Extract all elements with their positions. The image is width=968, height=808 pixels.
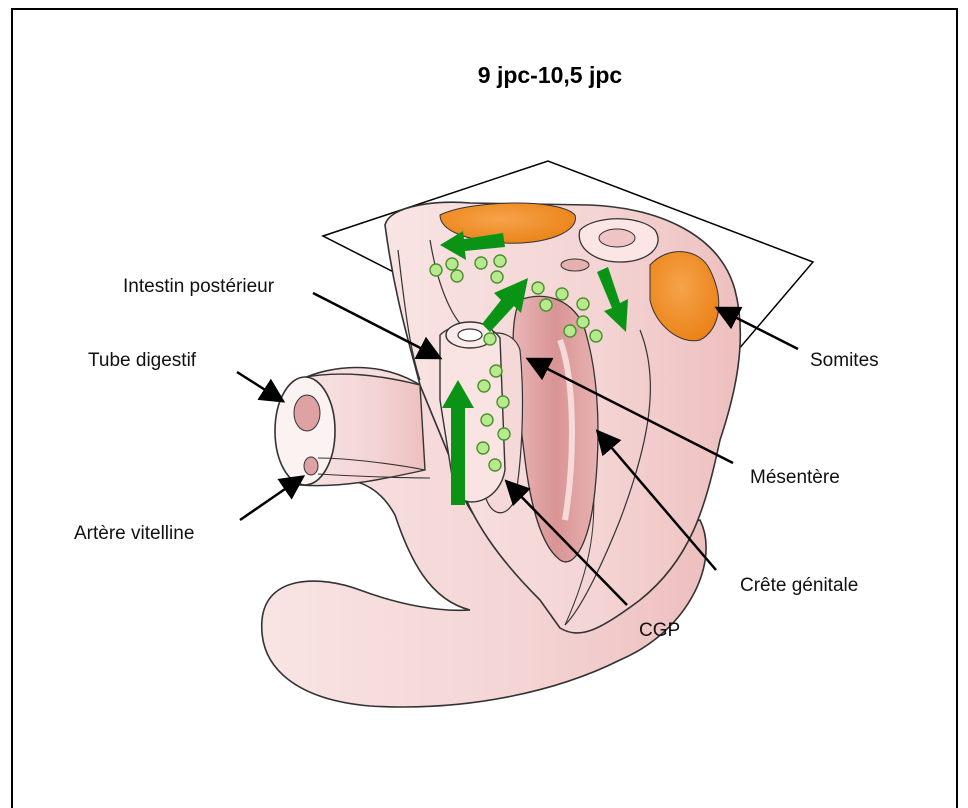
germ-cell xyxy=(446,258,458,270)
label-intestin-posterieur: Intestin postérieur xyxy=(123,276,275,297)
label-somites: Somites xyxy=(810,350,879,371)
germ-cell xyxy=(430,264,442,276)
germ-cell xyxy=(498,428,510,440)
germ-cell xyxy=(577,316,589,328)
vitelline-artery xyxy=(304,457,318,475)
pointer-tube xyxy=(237,372,281,400)
germ-cell xyxy=(590,330,602,342)
germ-cell xyxy=(477,442,489,454)
germ-cell xyxy=(451,270,463,282)
label-mesentere: Mésentère xyxy=(750,467,840,488)
germ-cell xyxy=(490,365,502,377)
germ-cell xyxy=(564,325,576,337)
germ-cell xyxy=(478,380,490,392)
pointer-artere xyxy=(240,478,301,520)
germ-cell xyxy=(532,282,544,294)
aorta xyxy=(561,259,589,271)
germ-cell xyxy=(540,299,552,311)
label-crete-genitale: Crête génitale xyxy=(740,575,858,596)
label-tube-digestif: Tube digestif xyxy=(88,350,197,371)
germ-cell xyxy=(556,288,568,300)
germ-cell xyxy=(475,257,487,269)
label-cgp: CGP xyxy=(639,620,680,641)
tube-lumen xyxy=(294,395,320,431)
germ-cell xyxy=(491,271,503,283)
germ-cell xyxy=(494,255,506,267)
germ-cell xyxy=(577,298,589,310)
germ-cell xyxy=(489,459,501,471)
label-artere-vitelline: Artère vitelline xyxy=(74,523,194,544)
germ-cell xyxy=(484,333,496,345)
germ-cell xyxy=(481,414,493,426)
germ-cell xyxy=(497,396,509,408)
